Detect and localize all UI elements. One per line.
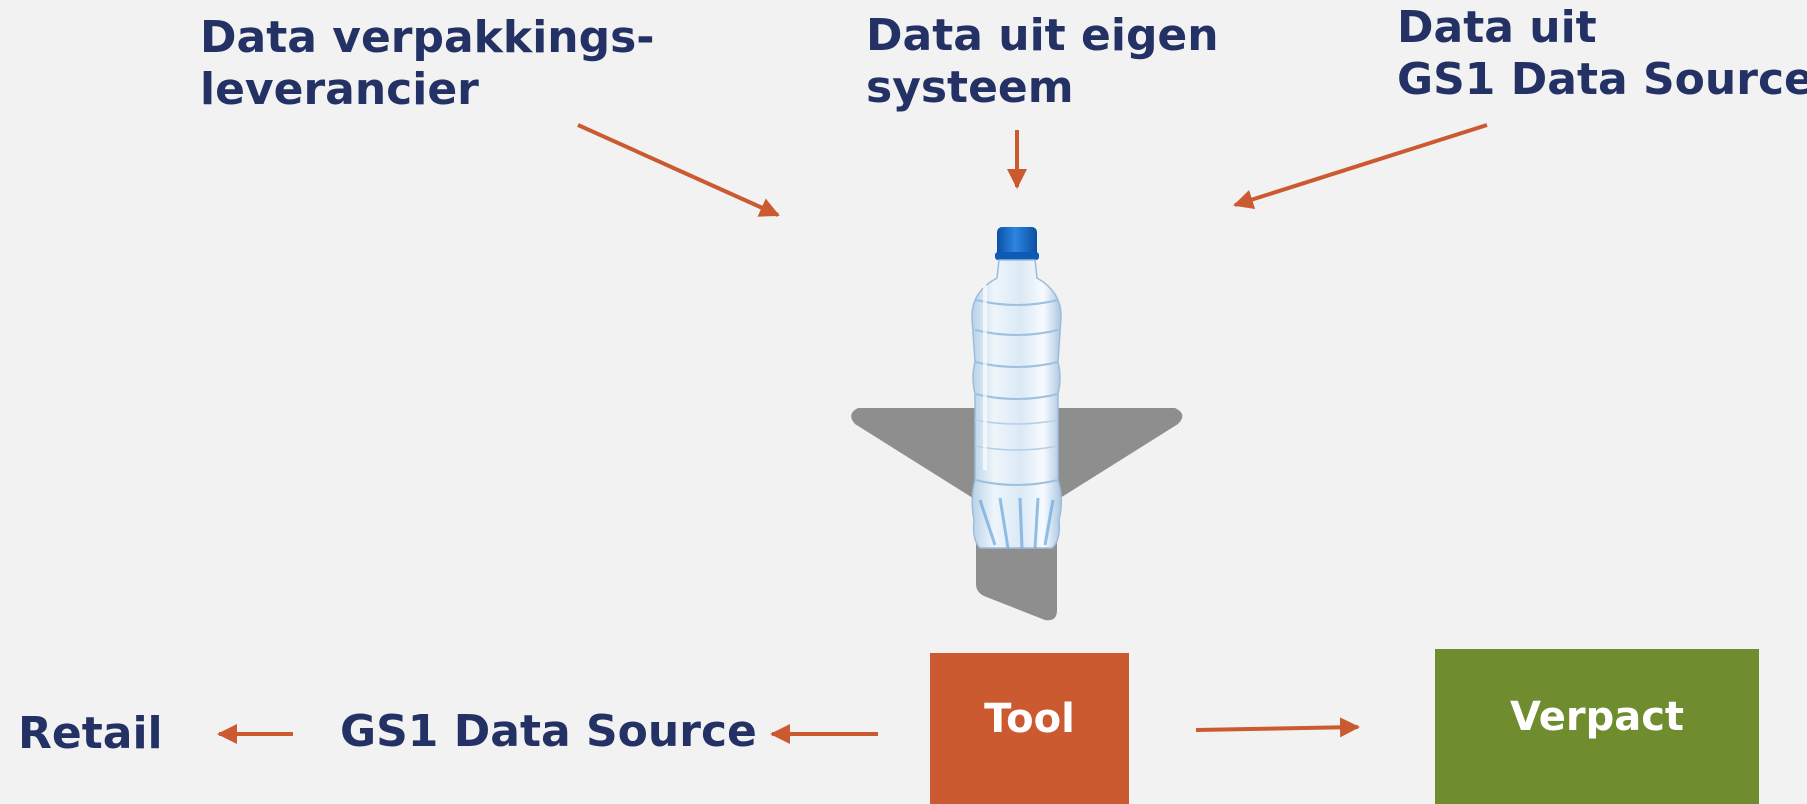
retail-label: Retail [18,708,163,759]
arrow-from-supplier [577,123,780,217]
source-supplier-label: Data verpakkings- leverancier [200,12,655,116]
source-own-system-line-2: systeem [866,62,1074,113]
source-supplier-line-2: leverancier [200,64,479,115]
tool-box: Tool [930,653,1129,804]
tool-label: Tool [984,695,1075,742]
water-bottle-image [971,227,1062,549]
source-gs1-line-2: GS1 Data Source [1397,54,1807,105]
arrow-from-gs1 [1233,123,1488,210]
source-gs1-label: Data uit GS1 Data Source [1397,2,1807,106]
source-own-system-line-1: Data uit eigen [866,10,1219,61]
verpact-box: Verpact [1435,649,1759,804]
source-own-system-label: Data uit eigen systeem [866,10,1219,114]
verpact-label: Verpact [1509,693,1685,740]
arrow-tool-to-verpact [1195,717,1360,738]
source-supplier-line-1: Data verpakkings- [200,12,655,63]
gs1-data-source-label: GS1 Data Source [340,706,757,757]
source-gs1-line-1: Data uit [1397,2,1597,53]
